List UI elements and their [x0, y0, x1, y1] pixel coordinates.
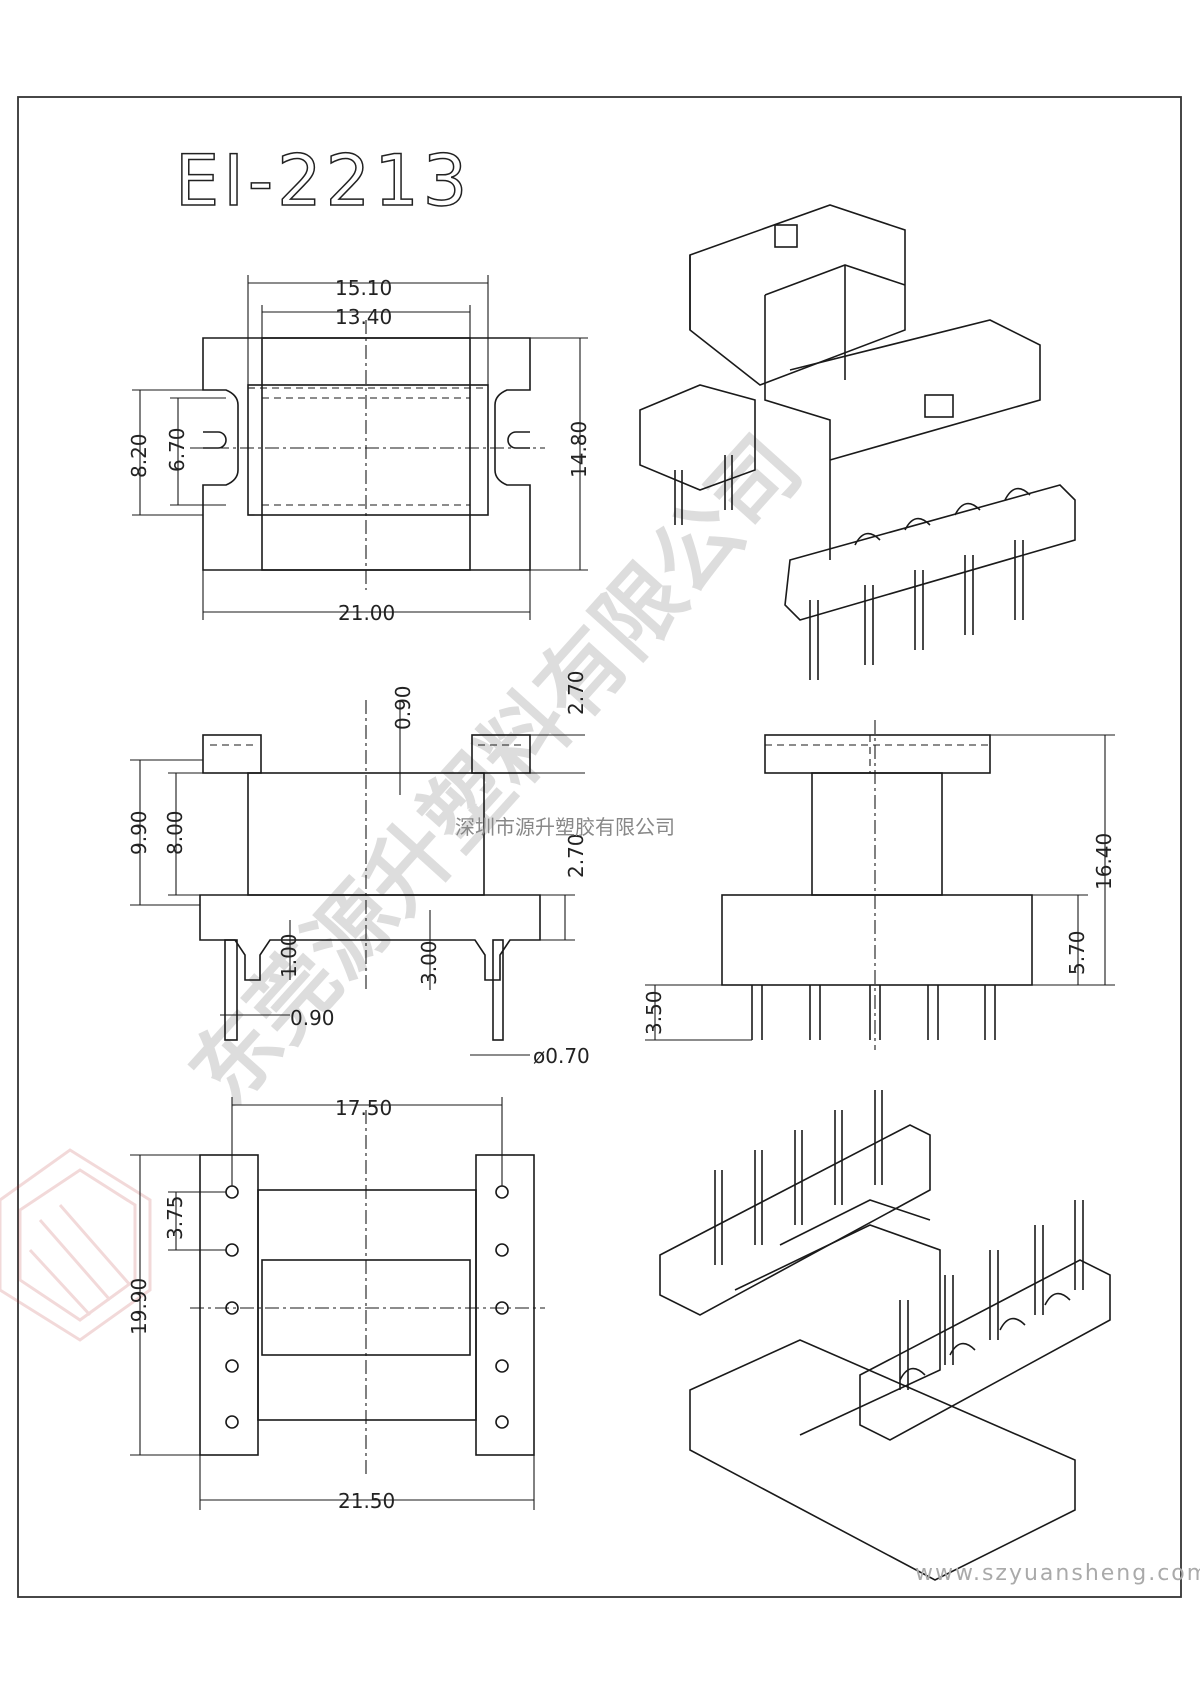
dim-width-inner: 13.40 — [335, 305, 392, 329]
drawing-frame — [17, 96, 1182, 1598]
dim-winding-height: 8.00 — [163, 810, 187, 855]
dim-side-pin-length: 3.50 — [642, 990, 666, 1035]
dim-total-height: 9.90 — [127, 810, 151, 855]
dim-pitch: 3.75 — [163, 1195, 187, 1240]
website-url: www.szyuansheng.com — [915, 1561, 1200, 1586]
iso-view-top — [639, 204, 1076, 680]
watermark-logo — [0, 1148, 152, 1342]
dim-pin-offset: 1.00 — [277, 933, 301, 978]
top-view: 15.10 13.40 8.20 6.70 14.80 21.00 — [127, 275, 591, 625]
dim-gap: 0.90 — [391, 685, 415, 730]
dim-pin-length: 3.00 — [417, 940, 441, 985]
dim-pin-width: 0.90 — [290, 1006, 335, 1030]
dim-side-base-to-top: 5.70 — [1065, 930, 1089, 975]
dim-width: 21.50 — [338, 1489, 395, 1513]
watermark-diagonal: 东莞源升塑料有限公司 — [171, 417, 822, 1124]
dim-pin-span: 17.50 — [335, 1096, 392, 1120]
dim-flange-height: 2.70 — [564, 670, 588, 715]
part-title: EI-2213 — [175, 140, 471, 222]
bottom-view: 17.50 3.75 19.90 21.50 — [127, 1096, 545, 1513]
side-view: 16.40 5.70 3.50 — [642, 720, 1116, 1050]
dim-side-total-height: 16.40 — [1092, 833, 1116, 890]
dim-height-total: 14.80 — [567, 421, 591, 478]
dim-height-slot: 8.20 — [127, 433, 151, 478]
iso-view-bottom — [659, 1090, 1111, 1581]
watermark-company: 深圳市源升塑胶有限公司 — [455, 815, 675, 839]
dim-height-inner: 6.70 — [165, 427, 189, 472]
front-view: 2.70 0.90 9.90 8.00 2.70 1.00 3.00 0.90 … — [127, 670, 590, 1068]
dim-base-height: 2.70 — [564, 833, 588, 878]
dim-pin-diameter: ø0.70 — [533, 1044, 590, 1068]
dim-base-width: 21.00 — [338, 601, 395, 625]
dim-length: 19.90 — [127, 1278, 151, 1335]
dim-width-outer: 15.10 — [335, 276, 392, 300]
